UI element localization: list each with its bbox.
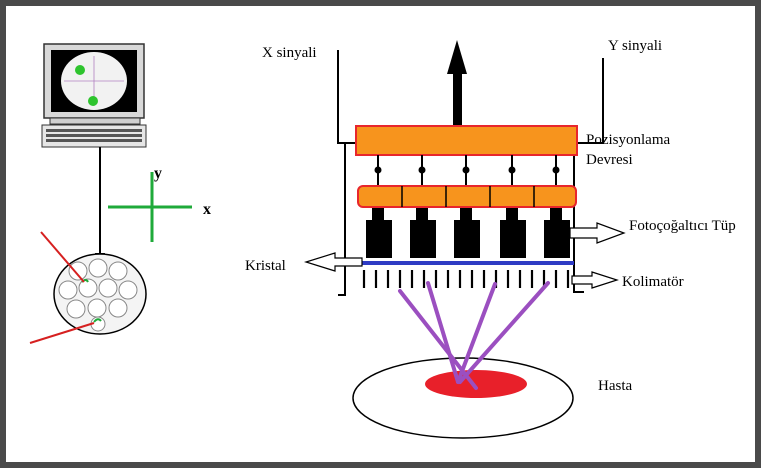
collimator-label: Kolimatör xyxy=(622,274,684,290)
y-signal-wire xyxy=(577,58,604,144)
collimator-arrow-icon xyxy=(571,271,619,289)
pmt-arrow-icon xyxy=(569,222,626,244)
crystal-label: Kristal xyxy=(245,258,286,274)
crystal-arrow-icon xyxy=(303,252,363,272)
connector-dots xyxy=(374,166,560,174)
crystal-bar xyxy=(360,261,574,265)
y-signal-label: Y sinyali xyxy=(608,38,662,54)
housing-left-wall xyxy=(338,143,346,296)
photomultiplier-tubes xyxy=(366,208,570,258)
patient-label: Hasta xyxy=(598,378,632,394)
radioactive-source xyxy=(425,370,527,398)
pmt-label: Fotoçoğaltıcı Tüp xyxy=(629,218,736,234)
positioning-circuit-box xyxy=(355,125,578,156)
positioning-label-2: Devresi xyxy=(586,152,633,168)
x-signal-wire xyxy=(337,50,356,144)
x-signal-label: X sinyali xyxy=(262,45,317,61)
gamma-ray-1 xyxy=(40,231,85,283)
gamma-ray-2 xyxy=(29,322,95,344)
preamplifier-box xyxy=(357,185,577,208)
monitor-icon xyxy=(43,43,145,125)
axis-x-label: x xyxy=(203,201,211,218)
detector-head-icon xyxy=(53,253,147,335)
xy-axes xyxy=(108,172,192,242)
output-arrow-icon xyxy=(447,40,467,128)
keyboard-icon xyxy=(41,124,147,148)
photon-paths xyxy=(398,281,550,390)
positioning-label-1: Pozisyonlama xyxy=(586,132,670,148)
axis-y-label: y xyxy=(154,165,162,182)
